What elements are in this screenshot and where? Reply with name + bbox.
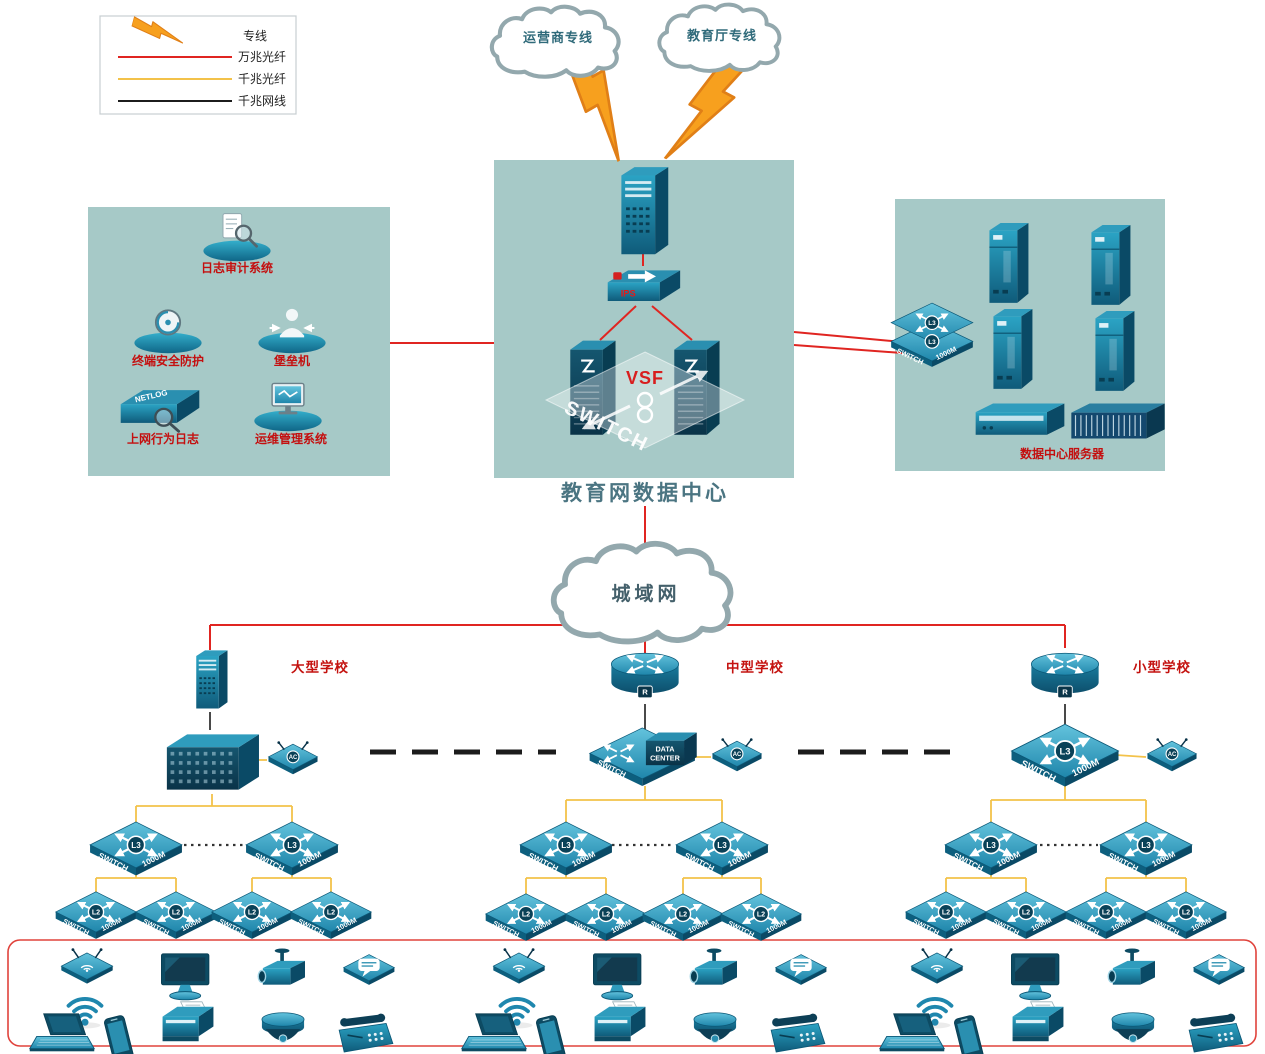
school-small [906, 653, 1227, 939]
core-firewall-device [621, 167, 669, 255]
school-small-label: 小型学校 [1133, 659, 1191, 675]
server-tower-2 [1090, 224, 1131, 306]
bastion-host-label: 堡垒机 [274, 353, 310, 368]
large-school-l2-switch-4 [291, 892, 372, 939]
small-school-l3-switch-1 [945, 822, 1037, 876]
large-school-l3-switch-1 [90, 822, 182, 876]
legend-box [99, 15, 297, 115]
link-server-zone-2 [793, 344, 903, 354]
datacenter-caption: 教育网数据中心 [561, 481, 729, 505]
storage-array [975, 403, 1065, 435]
school-medium [486, 653, 802, 941]
cloud-edu-dept: 教育厅专线 [659, 5, 779, 71]
medium-school-l2-switch-3 [643, 894, 724, 941]
blade-chassis [1070, 402, 1166, 440]
large-school-ac [267, 741, 319, 775]
legend-label-1g: 千兆光纤 [238, 72, 286, 86]
net-behavior-log-label: 上网行为日志 [127, 431, 199, 446]
cloud-man-label: 城域网 [611, 582, 680, 605]
small-school-l3-switch-2 [1100, 822, 1192, 876]
cloud-isp-label: 运营商专线 [523, 30, 593, 45]
medium-school-l2-switch-1 [486, 894, 567, 941]
large-school-core-chassis [166, 734, 259, 790]
small-school-l2-switch-1 [906, 892, 987, 939]
server-tower-4 [1094, 310, 1135, 392]
legend: 专线 万兆光纤 千兆光纤 千兆网线 [99, 15, 297, 115]
small-school-l2-switch-4 [1146, 892, 1227, 939]
link-server-zone-1 [793, 331, 903, 343]
cloud-isp: 运营商专线 [492, 7, 619, 77]
small-school-ac [1146, 738, 1198, 772]
medium-school-l2-switch-4 [721, 894, 802, 941]
medium-school-ac [711, 738, 763, 772]
server-tower-3 [992, 308, 1033, 390]
medium-school-router [611, 653, 678, 698]
ops-mgmt-label: 运维管理系统 [255, 431, 327, 446]
large-school-l2-switch-1 [56, 892, 137, 939]
medium-school-l3-switch-1 [520, 822, 612, 876]
small-school-router [1031, 653, 1098, 698]
vsf-link-ring-bottom [636, 406, 654, 424]
small-school-l2-switch-3 [1066, 892, 1147, 939]
school-large-label: 大型学校 [291, 659, 349, 675]
legend-label-dedicated: 专线 [243, 28, 267, 43]
large-school-l3-switch-2 [246, 822, 338, 876]
medium-school-l2-switch-2 [566, 894, 647, 941]
school-large [56, 650, 372, 938]
server-zone-caption: 数据中心服务器 [1020, 446, 1105, 461]
security-zone-icons: 日志审计系统 终端安全防护 堡垒机 上网行为日志 运维管理系统 [119, 212, 327, 446]
link-ips-core-right [651, 305, 693, 341]
lines-cable [209, 704, 1066, 730]
vsf-overlay: VSF SWITCH [544, 351, 746, 456]
large-school-firewall [196, 650, 228, 709]
large-school-l2-switch-2 [136, 892, 217, 939]
medium-school-dc-switch [590, 728, 697, 786]
medium-school-l3-switch-2 [676, 822, 768, 876]
large-school-l2-switch-3 [212, 892, 293, 939]
server-zone-devices: 数据中心服务器 [891, 222, 1166, 461]
small-school-core-l3-switch [1012, 724, 1119, 786]
vsf-label: VSF [626, 368, 664, 388]
server-tower-1 [988, 222, 1029, 304]
legend-label-cable: 千兆网线 [238, 94, 286, 108]
link-ips-core-left [599, 305, 637, 341]
log-audit-label: 日志审计系统 [201, 260, 273, 275]
school-medium-label: 中型学校 [726, 659, 784, 675]
cloud-edu-label: 教育厅专线 [686, 28, 757, 43]
terminal-protection-label: 终端安全防护 [132, 353, 204, 368]
cloud-man: 城域网 [554, 544, 731, 642]
legend-label-10g: 万兆光纤 [238, 50, 286, 64]
small-school-l2-switch-2 [986, 892, 1067, 939]
